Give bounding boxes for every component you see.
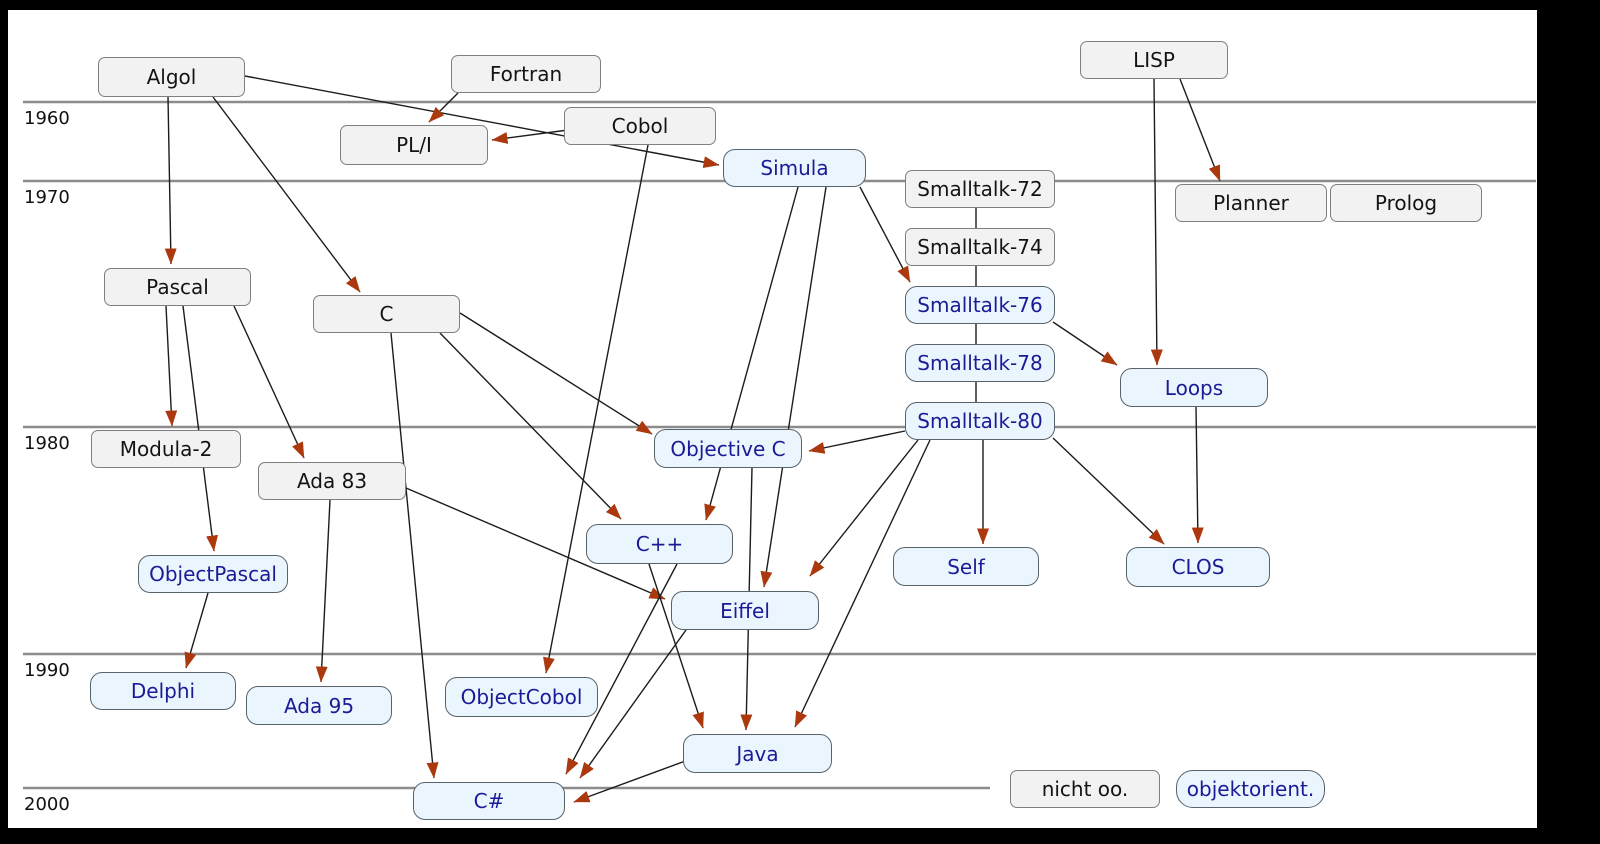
node-smalltalk72: Smalltalk-72 [905, 170, 1055, 208]
edge-simula-smalltalk76 [859, 186, 911, 283]
edge-smalltalk76-loops [1052, 321, 1118, 366]
edge-simula-eiffel [760, 186, 827, 588]
node-modula2: Modula-2 [91, 430, 241, 468]
edge-smalltalk80-eiffel [809, 439, 919, 577]
year-label-2000: 2000 [24, 794, 70, 815]
node-java: Java [683, 734, 832, 773]
node-objectivec: Objective C [654, 429, 802, 468]
node-pascal: Pascal [104, 268, 251, 306]
edge-java-csharp [573, 759, 689, 803]
edge-fortran-pli [428, 92, 459, 123]
edge-c-objectivec [459, 312, 653, 435]
node-ada83: Ada 83 [258, 462, 406, 500]
node-csharp: C# [413, 782, 565, 820]
edge-ada83-ada95 [315, 499, 331, 683]
node-nichtoo: nicht oo. [1010, 770, 1160, 808]
node-objektorient: objektorient. [1176, 770, 1325, 808]
node-algol: Algol [98, 57, 245, 97]
edge-eiffel-csharp [579, 629, 687, 779]
edge-algol-simula [244, 75, 720, 169]
edge-lisp-planner [1179, 78, 1221, 182]
node-self: Self [893, 547, 1039, 586]
node-prolog: Prolog [1330, 184, 1482, 222]
node-c: C [313, 295, 460, 333]
edges-and-timeline-layer [23, 75, 1536, 803]
edge-smalltalk80-java [794, 439, 931, 728]
edge-algol-c [212, 96, 361, 293]
edge-pascal-modula2 [165, 305, 178, 427]
edge-cpp-java [648, 563, 704, 729]
edge-algol-pascal [164, 96, 177, 265]
node-objectcobol: ObjectCobol [445, 677, 598, 717]
node-clos: CLOS [1126, 547, 1270, 587]
year-label-1980: 1980 [24, 433, 70, 454]
year-label-1960: 1960 [24, 108, 70, 129]
edge-smalltalk80-clos [1052, 437, 1165, 545]
edge-lines [164, 75, 1221, 803]
edge-smalltalk80-objectivec [808, 430, 906, 454]
node-smalltalk80: Smalltalk-80 [905, 402, 1055, 440]
edge-pascal-ada83 [233, 305, 305, 459]
node-simula: Simula [723, 149, 866, 187]
node-cobol: Cobol [564, 107, 716, 145]
edge-cpp-csharp [565, 563, 678, 775]
edge-ada83-eiffel [405, 487, 666, 600]
edge-pascal-objectpascal [182, 305, 219, 552]
node-planner: Planner [1175, 184, 1327, 222]
edge-c-csharp [390, 332, 439, 779]
year-label-1970: 1970 [24, 187, 70, 208]
node-eiffel: Eiffel [671, 591, 819, 630]
edge-lisp-loops [1150, 78, 1163, 366]
node-smalltalk76: Smalltalk-76 [905, 286, 1055, 324]
node-lisp: LISP [1080, 41, 1228, 79]
node-fortran: Fortran [451, 55, 601, 93]
node-delphi: Delphi [90, 672, 236, 710]
node-smalltalk78: Smalltalk-78 [905, 344, 1055, 382]
node-loops: Loops [1120, 368, 1268, 407]
node-objectpascal: ObjectPascal [138, 555, 288, 593]
edge-objectpascal-delphi [184, 592, 209, 669]
node-smalltalk74: Smalltalk-74 [905, 228, 1055, 266]
edge-cobol-objectcobol [543, 144, 649, 674]
node-ada95: Ada 95 [246, 686, 392, 725]
edge-c-cpp [439, 332, 622, 520]
node-pli: PL/I [340, 125, 488, 165]
edge-loops-clos [1191, 406, 1204, 544]
node-cpp: C++ [586, 524, 733, 564]
year-label-1990: 1990 [24, 660, 70, 681]
edge-cobol-pli [491, 129, 569, 144]
